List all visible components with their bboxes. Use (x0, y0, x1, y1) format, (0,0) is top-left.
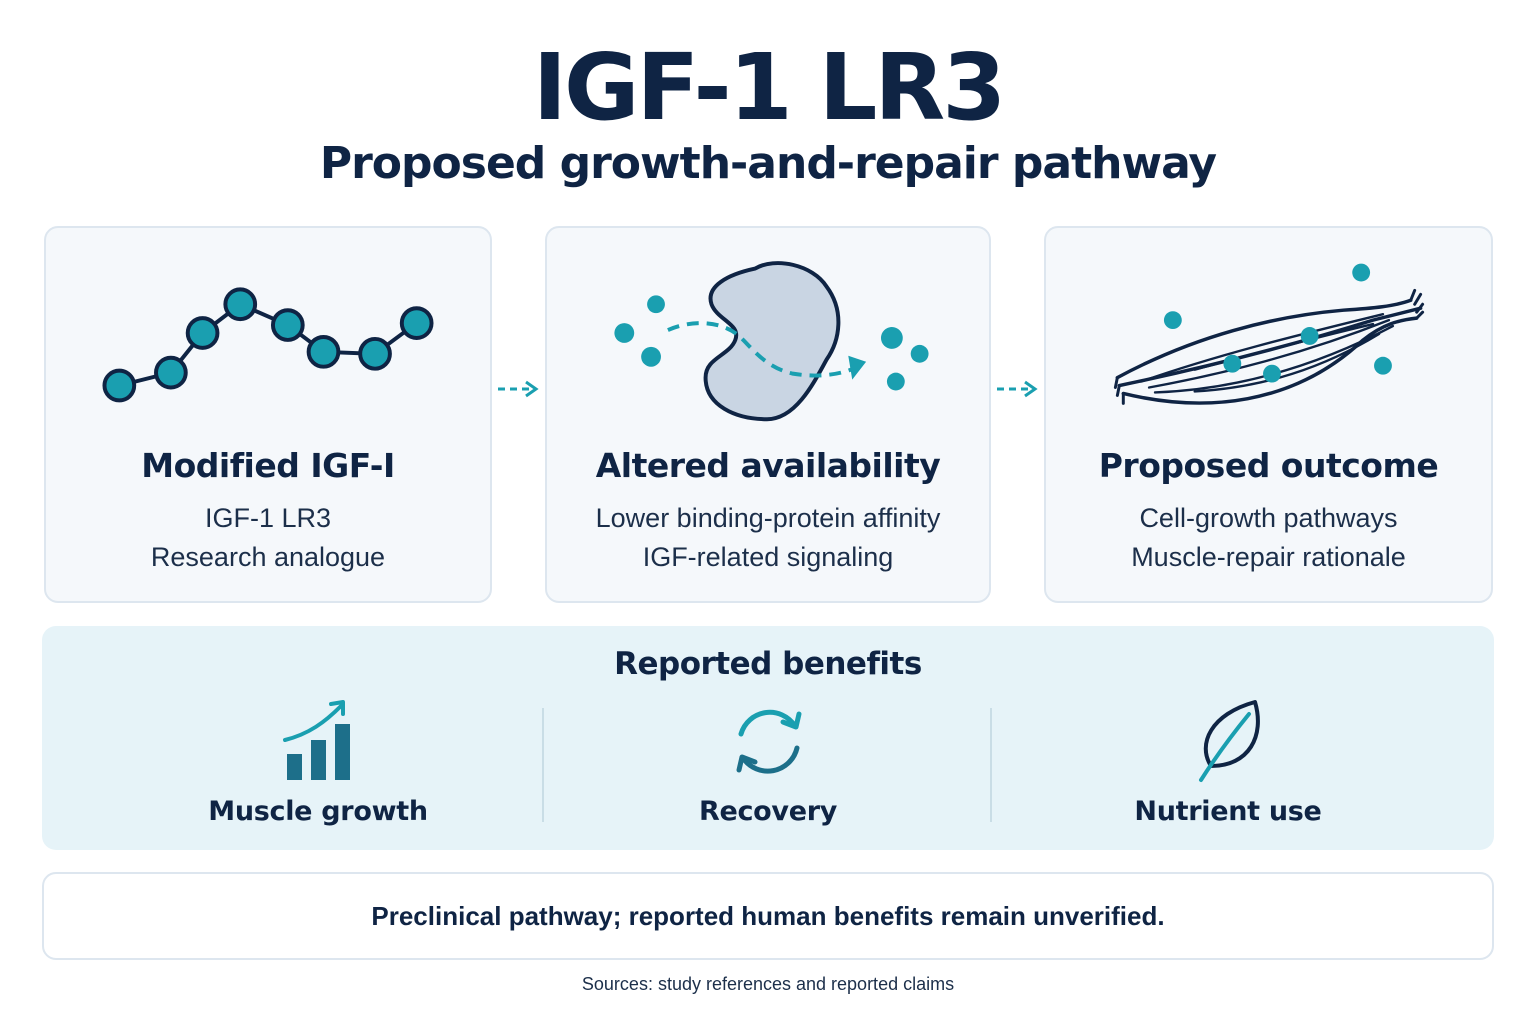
benefits-panel: Reported benefits Muscle growth Recovery… (42, 626, 1494, 850)
benefit-label: Nutrient use (1134, 796, 1322, 827)
peptide-chain-icon (102, 287, 434, 403)
step-card-outcome: Proposed outcome Cell-growth pathways Mu… (1044, 226, 1493, 603)
benefit-label: Recovery (698, 796, 838, 827)
step-detail: Lower binding-protein affinity (595, 503, 941, 533)
benefit-nutrient-use: Nutrient use (1078, 696, 1378, 846)
dashed-arrow-icon (498, 380, 539, 398)
step-detail: Research analogue (150, 542, 386, 572)
step-detail: Cell-growth pathways (1139, 503, 1398, 533)
step-title: Proposed outcome (1098, 446, 1439, 485)
dashed-arrow-icon (997, 380, 1038, 398)
sources-caption: Sources: study references and reported c… (581, 974, 955, 994)
page-title: IGF-1 LR3 (532, 34, 1006, 141)
step-title: Modified IGF-I (141, 446, 395, 485)
muscle-fiber-icon (1113, 263, 1425, 405)
step-detail: Muscle-repair rationale (1131, 542, 1406, 572)
benefits-title: Reported benefits (614, 646, 922, 682)
benefit-recovery: Recovery (618, 696, 918, 846)
step-detail: IGF-1 LR3 (204, 503, 332, 533)
divider (542, 708, 544, 822)
disclaimer-text: Preclinical pathway; reported human bene… (371, 901, 1165, 931)
step-title: Altered availability (595, 446, 941, 485)
disclaimer-box: Preclinical pathway; reported human bene… (42, 872, 1494, 960)
step-detail: IGF-related signaling (642, 542, 894, 572)
refresh-cycle-icon (736, 709, 802, 774)
leaf-icon (1199, 700, 1260, 782)
binding-protein-icon (614, 261, 929, 422)
benefit-label: Muscle growth (208, 796, 428, 827)
growth-chart-icon (283, 700, 350, 780)
step-card-modified: Modified IGF-I IGF-1 LR3 Research analog… (44, 226, 492, 603)
page-subtitle: Proposed growth-and-repair pathway (319, 138, 1217, 189)
step-card-availability: Altered availability Lower binding-prote… (545, 226, 991, 603)
divider (990, 708, 992, 822)
benefit-muscle-growth: Muscle growth (168, 696, 468, 846)
